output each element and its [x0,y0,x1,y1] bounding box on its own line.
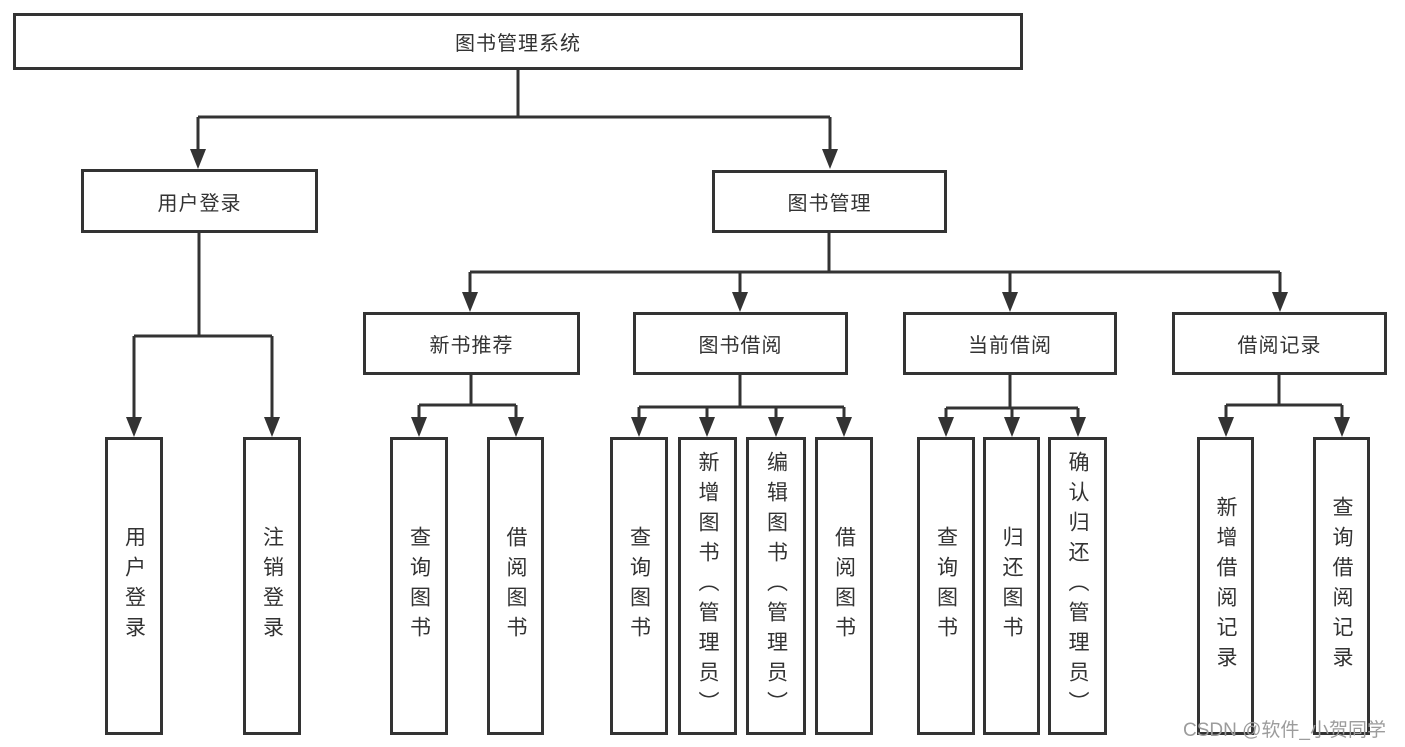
node-leaf-query-borrow-record: 查询借阅记录 [1313,437,1370,735]
node-book-management: 图书管理 [712,170,947,233]
node-borrow-records: 借阅记录 [1172,312,1387,375]
node-label: 图书管理 [787,193,872,215]
node-label: 借阅图书 [832,526,856,646]
node-label: 图书管理系统 [455,33,581,55]
arrowhead-down-icon [768,417,784,437]
arrowhead-down-icon [126,417,142,437]
node-book-borrow: 图书借阅 [633,312,848,375]
arrowhead-down-icon [1334,417,1350,437]
node-label: 查询图书 [627,526,651,646]
node-label: 当前借阅 [968,335,1052,357]
node-new-book-recommend: 新书推荐 [363,312,580,375]
arrowhead-down-icon [631,417,647,437]
arrowhead-down-icon [1070,417,1086,437]
arrowhead-down-icon [508,417,524,437]
node-leaf-user-login: 用户登录 [105,437,163,735]
node-label: 编辑图书（管理员） [764,451,788,721]
node-leaf-add-borrow-record: 新增借阅记录 [1197,437,1254,735]
node-leaf-logout: 注销登录 [243,437,301,735]
node-label: 查询图书 [934,526,958,646]
node-user-login: 用户登录 [81,169,318,233]
connector-path [637,375,846,422]
node-label: 新增借阅记录 [1214,496,1237,676]
connector-path [132,232,274,422]
arrowhead-down-icon [1002,292,1018,312]
connector-user-login-to-leaves [126,232,280,437]
arrowhead-down-icon [1004,417,1020,437]
node-label: 借阅记录 [1237,335,1322,357]
node-label: 查询借阅记录 [1330,496,1353,676]
connector-current-borrow-to-leaves [938,375,1086,437]
arrowhead-down-icon [411,417,427,437]
arrowhead-down-icon [699,417,715,437]
arrowhead-down-icon [836,417,852,437]
arrowhead-down-icon [264,417,280,437]
connector-path [196,70,832,154]
csdn-watermark: CSDN @软件_小贺同学 [1183,720,1386,741]
arrowhead-down-icon [1218,417,1234,437]
connector-root-to-level2 [190,70,838,169]
node-leaf-return-books: 归还图书 [983,437,1040,735]
node-label: 用户登录 [122,526,146,646]
node-label: 借阅图书 [504,526,527,646]
node-leaf-borrow-books: 借阅图书 [815,437,873,735]
arrowhead-down-icon [822,149,838,169]
node-label: 归还图书 [1000,526,1023,646]
node-label: 图书借阅 [698,335,783,357]
node-leaf-query-books-borrow: 查询图书 [610,437,668,735]
node-leaf-borrow-books-recommend: 借阅图书 [487,437,544,735]
node-leaf-query-books-current: 查询图书 [917,437,975,735]
connector-path [944,375,1080,422]
connector-borrow-records-to-leaves [1218,375,1350,437]
node-leaf-confirm-return-admin: 确认归还（管理员） [1048,437,1107,735]
connector-book-borrow-to-leaves [631,375,852,437]
connector-path [1224,375,1344,422]
node-leaf-query-books-recommend: 查询图书 [390,437,448,735]
connector-book-management-to-level3 [462,233,1288,312]
connector-path [468,233,1282,297]
node-label: 确认归还（管理员） [1066,451,1089,721]
node-leaf-add-books-admin: 新增图书（管理员） [678,437,737,735]
node-label: 注销登录 [260,526,284,646]
connector-path [417,375,518,422]
arrowhead-down-icon [732,292,748,312]
node-library-management-system: 图书管理系统 [13,13,1023,70]
arrowhead-down-icon [938,417,954,437]
connector-new-book-recommend-to-leaves [411,375,524,437]
node-label: 新增图书（管理员） [696,451,719,721]
arrowhead-down-icon [1272,292,1288,312]
arrowhead-down-icon [462,292,478,312]
node-label: 用户登录 [157,192,242,215]
node-current-borrow: 当前借阅 [903,312,1117,375]
node-label: 查询图书 [407,526,431,646]
arrowhead-down-icon [190,149,206,169]
node-leaf-edit-books-admin: 编辑图书（管理员） [746,437,806,735]
node-label: 新书推荐 [429,335,514,357]
